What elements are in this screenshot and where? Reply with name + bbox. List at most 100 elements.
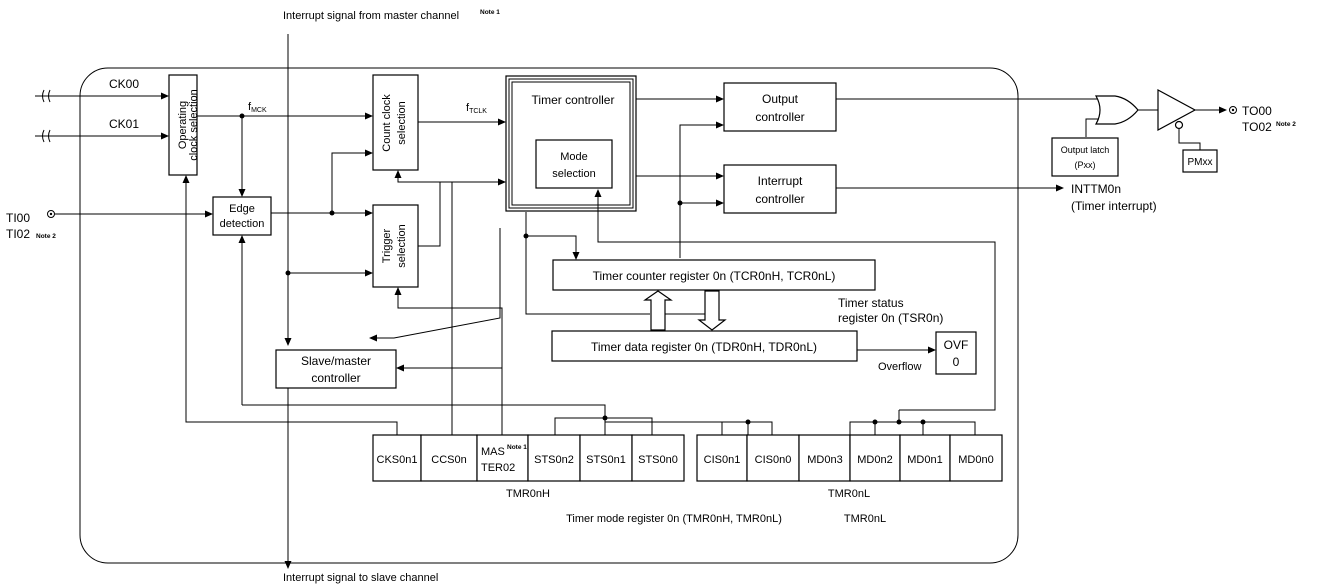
tsr-line1: Timer status <box>838 296 904 310</box>
interrupt-controller-line2: controller <box>755 192 804 206</box>
output-controller-line2: controller <box>755 110 804 124</box>
tmr0nl-label: TMR0nL <box>828 488 870 500</box>
bit-sts0n0: STS0n0 <box>638 454 678 466</box>
register-bit <box>849 434 901 482</box>
register-bit <box>476 434 529 482</box>
slave-master-line1: Slave/master <box>301 354 371 368</box>
ck01-label: CK01 <box>109 117 139 131</box>
trigger-line2: selection <box>396 224 408 267</box>
bit-md0n1: MD0n1 <box>907 454 942 466</box>
inttm-line2: (Timer interrupt) <box>1071 199 1157 213</box>
channel-boundary <box>79 67 1019 564</box>
latch-to-gate-line <box>1085 118 1099 137</box>
bit-mas-note: Note 1 <box>507 444 527 451</box>
register-bit <box>746 434 800 482</box>
controller-to-tcr-line <box>525 212 580 260</box>
inttm-line1: INTTM0n <box>1071 182 1121 196</box>
overflow-to-output-line <box>679 121 724 258</box>
to00-pin-icon <box>1229 106 1237 114</box>
to02-note: Note 2 <box>1276 121 1296 128</box>
md-to-mode-line <box>594 189 996 411</box>
ck00-break-mark <box>42 89 51 103</box>
cis-control-line <box>242 404 749 435</box>
ftclk-label: fTCLK <box>466 102 487 115</box>
tcr-label: Timer counter register 0n (TCR0nH, TCR0n… <box>593 269 836 283</box>
overflow-label: Overflow <box>878 361 921 373</box>
tmr0nl-register: CIS0n1 CIS0n0 MD0n3 MD0n2 MD0n1 MD0n0 <box>696 434 1003 482</box>
ovf-value: 0 <box>953 355 960 369</box>
tdr-label: Timer data register 0n (TDR0nH, TDR0nL) <box>591 340 817 354</box>
ovf-block <box>935 331 977 375</box>
to02-label: TO02 <box>1242 120 1272 134</box>
operating-clock-line1: Operating <box>177 101 189 149</box>
edge-line2: detection <box>220 218 265 230</box>
tmr0nh-register: CKS0n1 CCS0n MAS Note 1 TER02 STS0n2 STS… <box>372 434 685 482</box>
tdr-block <box>551 330 858 362</box>
buffer-enable-icon <box>1174 120 1184 130</box>
controller-to-slave-line <box>369 228 501 342</box>
output-latch-line2: (Pxx) <box>1075 160 1096 170</box>
output-controller-line1: Output <box>762 92 799 106</box>
mode-line2: selection <box>552 168 595 180</box>
trigger-to-controller-line <box>418 178 506 247</box>
edge-detection-block <box>212 196 272 236</box>
register-bit <box>527 434 581 482</box>
to00-label: TO00 <box>1242 104 1272 118</box>
ovf-label: OVF <box>944 338 969 352</box>
or-gate-icon <box>1094 95 1139 125</box>
bit-md0n0: MD0n0 <box>958 454 993 466</box>
mode-selection-block <box>535 139 613 189</box>
ti00-label: TI00 <box>6 211 30 225</box>
slave-master-line2: controller <box>311 371 360 385</box>
bit-cis0n1: CIS0n1 <box>704 454 741 466</box>
register-bit <box>949 434 1003 482</box>
trigger-line1: Trigger <box>381 228 393 263</box>
register-bit <box>631 434 685 482</box>
ck01-break-mark <box>42 129 51 143</box>
interrupt-from-master-note: Note 1 <box>480 9 500 16</box>
edge-line1: Edge <box>229 203 255 215</box>
tmr-caption-2: TMR0nL <box>844 513 886 525</box>
bit-sts0n2: STS0n2 <box>534 454 574 466</box>
register-bit <box>420 434 478 482</box>
count-clock-line2: selection <box>396 101 408 144</box>
pmxx-block <box>1182 149 1218 173</box>
interrupt-controller-line1: Interrupt <box>758 174 803 188</box>
slave-master-controller-block <box>275 349 397 389</box>
sts-bracket <box>554 417 653 435</box>
ck00-label: CK00 <box>109 77 139 91</box>
register-bit <box>798 434 851 482</box>
cks-control-line <box>182 175 398 435</box>
bit-md0n2: MD0n2 <box>857 454 892 466</box>
tmr0nh-label: TMR0nH <box>506 488 550 500</box>
bit-cks0n1: CKS0n1 <box>377 454 418 466</box>
edge-to-count-clock-line <box>331 149 373 213</box>
count-clock-line1: Count clock <box>381 94 393 152</box>
output-latch-block <box>1051 137 1119 177</box>
ti02-note: Note 2 <box>36 233 56 240</box>
trigger-selection-block <box>372 204 419 288</box>
tcr-block <box>552 259 876 291</box>
ti00-pin-icon <box>47 210 55 218</box>
ti02-label: TI02 <box>6 227 30 241</box>
interrupt-controller-block <box>723 164 837 214</box>
bit-md0n3: MD0n3 <box>807 454 842 466</box>
operating-clock-line2: clock selection <box>188 89 200 161</box>
bit-mas-line1: MAS <box>481 446 505 458</box>
bit-cis0n0: CIS0n0 <box>755 454 792 466</box>
interrupt-to-slave-label: Interrupt signal to slave channel <box>283 572 438 584</box>
tcr-to-tdr-arrow-icon <box>697 290 727 331</box>
bit-ccs0n: CCS0n <box>431 454 466 466</box>
register-bit <box>696 434 748 482</box>
tdr-to-tcr-arrow-icon <box>643 290 673 331</box>
mas-control-line <box>394 287 503 435</box>
tmr-caption: Timer mode register 0n (TMR0nH, TMR0nL) <box>566 513 782 525</box>
pmxx-label: PMxx <box>1188 157 1213 168</box>
mode-line1: Mode <box>560 151 588 163</box>
md-bracket <box>849 421 976 435</box>
fmck-label: fMCK <box>248 101 267 114</box>
bit-mas-line2: TER02 <box>481 462 515 474</box>
interrupt-from-master-label: Interrupt signal from master channel <box>283 10 459 22</box>
timer-controller-label: Timer controller <box>532 93 615 107</box>
